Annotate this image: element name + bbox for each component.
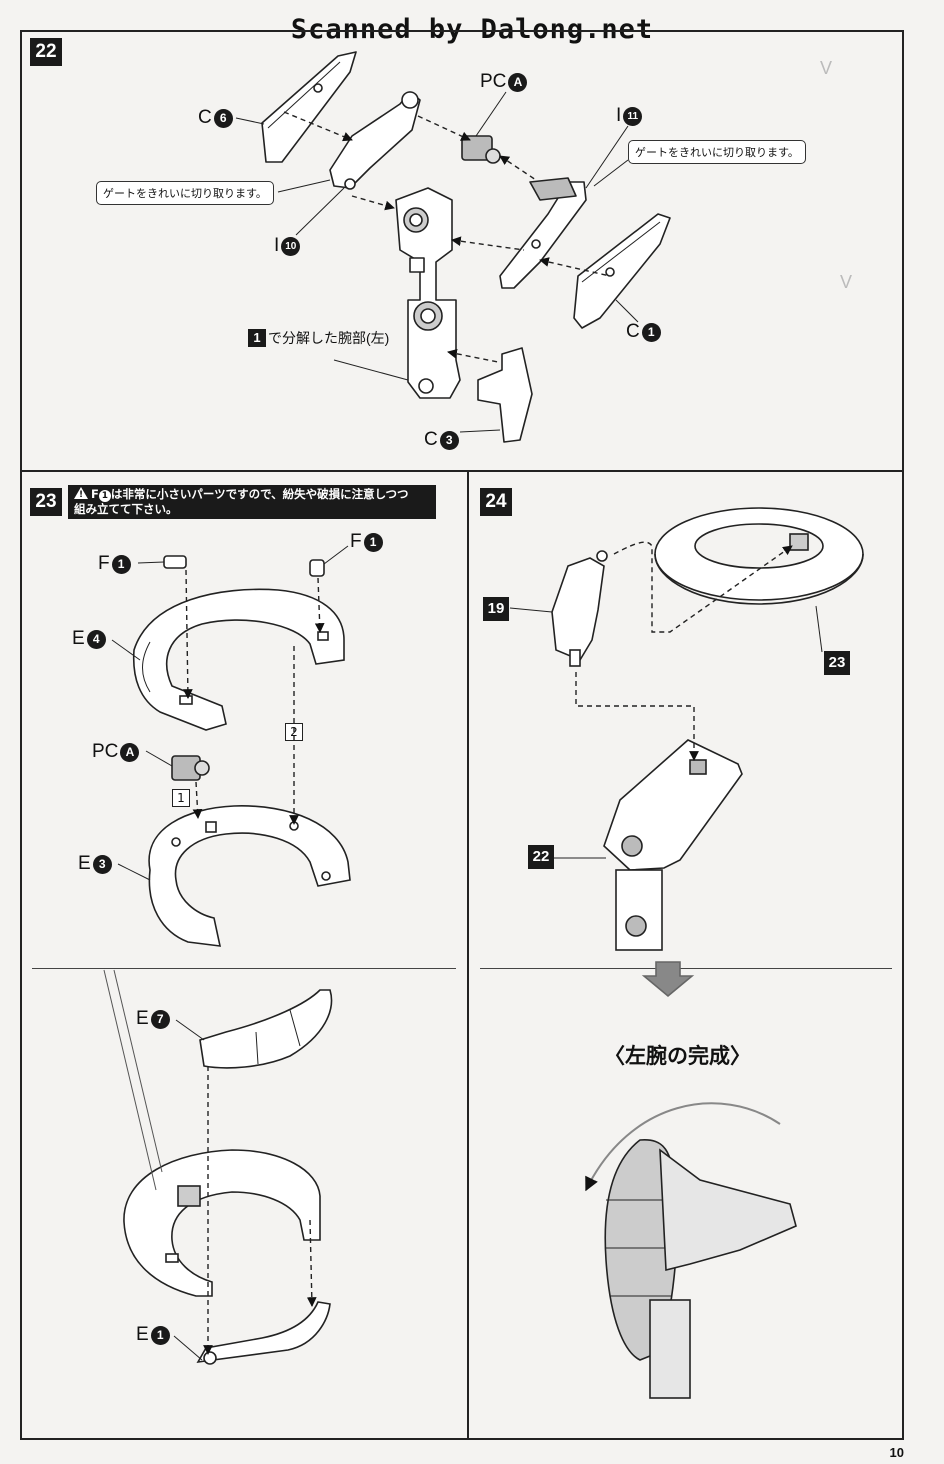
part-label-pca: PC A [480, 71, 528, 93]
divider-horizontal-top [20, 470, 904, 472]
part-label-f1-left: F 1 [98, 553, 131, 575]
part-number-badge: 3 [92, 854, 112, 874]
divider-vertical [467, 470, 469, 1440]
part-number-badge: 3 [439, 430, 459, 450]
part-number-badge: A [120, 742, 140, 762]
part-e1-piece [196, 1301, 331, 1364]
ref-step-19-badge: 19 [483, 597, 509, 621]
completion-caption: 〈左腕の完成〉 [604, 1044, 751, 1068]
part-label-i11: I 11 [616, 105, 643, 127]
note-gate-right: ゲートをきれいに切り取ります。 [628, 140, 806, 164]
part-number-badge: 1 [111, 554, 131, 574]
part-label-e1: E 1 [136, 1324, 170, 1346]
part-label-e3: E 3 [78, 853, 112, 875]
part-number-badge: 4 [86, 629, 106, 649]
divider-step24-inner [480, 968, 892, 969]
page-frame [20, 30, 904, 1440]
part-number-badge: 10 [281, 236, 301, 256]
part-number-badge: 1 [150, 1325, 170, 1345]
completed-arm-armor [659, 1148, 797, 1272]
part-assembled-ring [123, 1149, 321, 1297]
ref-step-22-badge: 22 [528, 845, 554, 869]
part-label-f1-right: F 1 [350, 531, 383, 553]
ref-step-1-badge: 1 [248, 329, 266, 347]
part-c1-plate [573, 213, 671, 329]
divider-step23-inner [32, 968, 456, 969]
part-label-e7: E 7 [136, 1008, 170, 1030]
rotate-arrow-icon [585, 1102, 781, 1192]
warning-icon [74, 487, 88, 503]
page-number: 10 [889, 1445, 904, 1460]
part-c6-plate [261, 51, 357, 163]
part-pca-joint [461, 135, 493, 161]
ref-step-23-badge: 23 [824, 651, 850, 675]
order-marker-1: 1 [172, 789, 190, 807]
part-label-i10: I 10 [274, 235, 301, 257]
part-number-badge: A [508, 72, 528, 92]
part-label-c3: C 3 [424, 429, 459, 451]
part-19-piece [551, 557, 605, 662]
ref-arm-label: 1 で分解した腕部(左) [248, 328, 389, 348]
ghost-text: V [820, 58, 833, 78]
step-24-badge: 24 [480, 488, 512, 516]
part-arm-body [395, 187, 461, 399]
part-number-badge: 7 [150, 1009, 170, 1029]
scan-credit: Scanned by Dalong.net [290, 14, 654, 45]
step-23-badge: 23 [30, 488, 62, 516]
part-number-badge: 1 [363, 532, 383, 552]
part-number-badge: 1 [641, 322, 661, 342]
part-e7-piece [199, 989, 333, 1069]
part-label-e4: E 4 [72, 628, 106, 650]
part-number-badge: 1 [98, 490, 111, 502]
part-label-c6: C 6 [198, 107, 233, 129]
step-22-badge: 22 [30, 38, 62, 66]
part-f1-left [163, 555, 187, 569]
part-e4-ring [132, 588, 345, 731]
part-label-c1: C 1 [626, 321, 661, 343]
part-e3-ring [148, 805, 351, 947]
part-f1-right [309, 559, 325, 577]
note-gate-left: ゲートをきれいに切り取ります。 [96, 181, 274, 205]
part-number-badge: 11 [623, 106, 643, 126]
down-arrow-icon [641, 961, 695, 998]
ghost-text: V [840, 272, 853, 292]
part-c3-plate [477, 347, 533, 443]
part-i11-frame [499, 181, 587, 289]
part-number-badge: 6 [213, 108, 233, 128]
part-i10-frame [329, 91, 421, 189]
part-label-pca-23: PC A [92, 741, 140, 763]
